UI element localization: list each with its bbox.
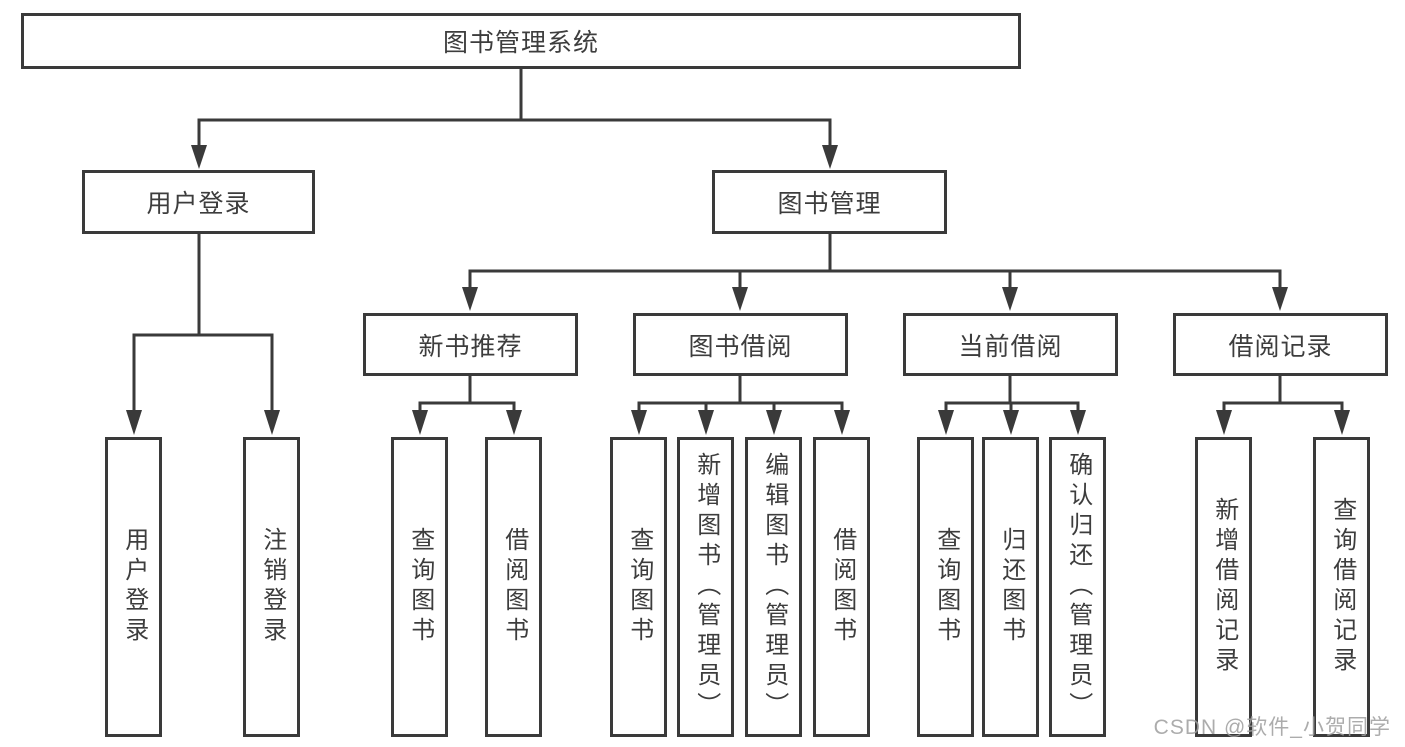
arrowhead: [1070, 410, 1086, 435]
node-label: 归还图书: [997, 527, 1025, 647]
arrowhead: [191, 145, 207, 169]
leaf-add-borrow-record: 新增借阅记录: [1195, 437, 1252, 737]
leaf-query-book-current: 查询图书: [917, 437, 974, 737]
csdn-watermark: CSDN @软件_小贺同学: [1153, 716, 1391, 739]
arrowhead: [732, 287, 748, 311]
node-current-borrow: 当前借阅: [903, 313, 1118, 376]
node-label: 图书管理系统: [442, 29, 599, 57]
leaf-confirm-return-admin: 确认归还（管理员）: [1049, 437, 1106, 737]
leaf-user-login: 用户登录: [105, 437, 162, 737]
arrowhead: [631, 410, 647, 435]
node-label: 查询借阅记录: [1328, 497, 1356, 677]
leaf-add-book-admin: 新增图书（管理员）: [677, 437, 734, 737]
arrowhead: [264, 410, 280, 435]
node-label: 图书借阅: [688, 332, 793, 361]
node-label: 查询图书: [406, 527, 434, 647]
leaf-edit-book-admin: 编辑图书（管理员）: [745, 437, 802, 737]
node-label: 新书推荐: [418, 332, 523, 361]
arrowhead: [1334, 410, 1350, 435]
arrowhead: [822, 145, 838, 169]
arrowhead: [1002, 287, 1018, 311]
node-label: 借阅图书: [500, 527, 528, 647]
node-label: 编辑图书（管理员）: [760, 452, 788, 722]
leaf-return-book: 归还图书: [982, 437, 1039, 737]
arrowhead: [834, 410, 850, 435]
node-label: 新增图书（管理员）: [692, 452, 720, 722]
node-label: 用户登录: [120, 527, 148, 647]
leaf-query-book-recommend: 查询图书: [391, 437, 448, 737]
node-label: 图书管理: [777, 190, 882, 218]
leaf-logout: 注销登录: [243, 437, 300, 737]
arrowhead: [938, 410, 954, 435]
node-user-login: 用户登录: [82, 170, 315, 234]
arrowhead: [766, 410, 782, 435]
node-label: 查询图书: [625, 527, 653, 647]
arrowhead: [1272, 287, 1288, 311]
node-book-management: 图书管理: [712, 170, 947, 234]
node-label: 新增借阅记录: [1210, 497, 1238, 677]
node-root-library-system: 图书管理系统: [21, 13, 1021, 69]
arrowhead: [462, 287, 478, 311]
arrowhead: [126, 410, 142, 435]
leaf-borrow-book: 借阅图书: [813, 437, 870, 737]
leaf-query-book-borrow: 查询图书: [610, 437, 667, 737]
leaf-query-borrow-record: 查询借阅记录: [1313, 437, 1370, 737]
node-label: 确认归还（管理员）: [1064, 452, 1092, 722]
node-book-borrow: 图书借阅: [633, 313, 848, 376]
node-label: 用户登录: [146, 190, 251, 218]
arrowhead: [698, 410, 714, 435]
arrowhead: [412, 410, 428, 435]
arrowhead: [1216, 410, 1232, 435]
node-label: 注销登录: [258, 527, 286, 647]
arrowhead: [506, 410, 522, 435]
node-label: 借阅记录: [1228, 332, 1333, 361]
node-label: 借阅图书: [828, 527, 856, 647]
node-new-book-recommend: 新书推荐: [363, 313, 578, 376]
node-label: 当前借阅: [958, 332, 1063, 361]
node-borrow-record: 借阅记录: [1173, 313, 1388, 376]
arrowhead: [1003, 410, 1019, 435]
leaf-borrow-book-recommend: 借阅图书: [485, 437, 542, 737]
node-label: 查询图书: [932, 527, 960, 647]
